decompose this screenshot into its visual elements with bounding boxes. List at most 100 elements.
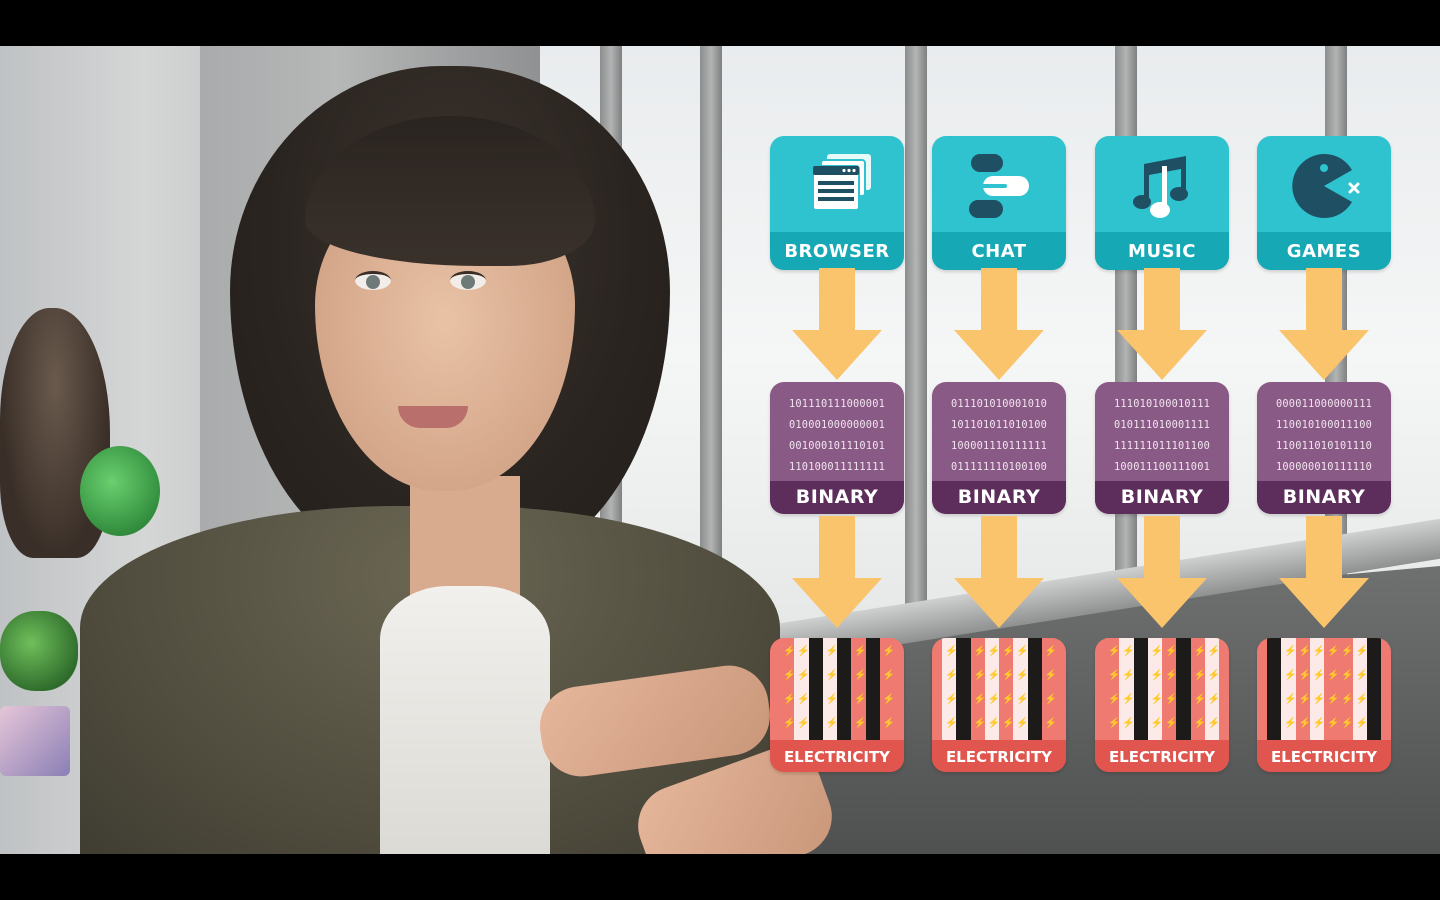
binary-line: 001000101110101 <box>789 440 885 452</box>
green-gourd <box>0 611 78 691</box>
binary-line: 010111010001111 <box>1114 419 1210 431</box>
binary-line: 011101010001010 <box>951 398 1047 410</box>
lightning-bolt-icon: ⚡ <box>1341 670 1354 681</box>
down-arrow-icon <box>792 516 882 628</box>
electricity-stripes: ⚡⚡⚡⚡⚡⚡⚡⚡⚡⚡⚡⚡⚡⚡⚡⚡⚡⚡⚡⚡ <box>780 638 896 742</box>
app-tile-games: GAMES <box>1257 136 1391 270</box>
lightning-bolt-icon: ⚡ <box>1108 694 1121 705</box>
app-tile-band <box>1257 232 1391 270</box>
binary-line: 000011000000111 <box>1276 398 1372 410</box>
lightning-bolt-icon: ⚡ <box>945 646 958 657</box>
electricity-stripe: ⚡⚡⚡⚡ <box>1105 638 1121 742</box>
electricity-stripe: ⚡⚡⚡⚡ <box>794 638 810 742</box>
lightning-bolt-icon: ⚡ <box>1341 646 1354 657</box>
lightning-bolt-icon: ⚡ <box>1002 670 1015 681</box>
electricity-stripe: ⚡⚡⚡⚡ <box>970 638 986 742</box>
binary-line: 010001000000001 <box>789 419 885 431</box>
electricity-stripe: ⚡⚡⚡⚡ <box>984 638 1001 742</box>
binary-line: 100011100111001 <box>1114 461 1210 473</box>
lightning-bolt-icon: ⚡ <box>1355 718 1368 729</box>
electricity-stripes: ⚡⚡⚡⚡⚡⚡⚡⚡⚡⚡⚡⚡⚡⚡⚡⚡⚡⚡⚡⚡⚡⚡⚡⚡ <box>1267 638 1381 742</box>
window-mullion <box>700 46 722 686</box>
browser-windows-icon <box>812 154 871 211</box>
binary-label: BINARY <box>795 486 879 508</box>
electricity-stripe: ⚡⚡⚡⚡ <box>851 638 867 742</box>
lightning-bolt-icon: ⚡ <box>1044 718 1058 729</box>
lightning-bolt-icon: ⚡ <box>1284 718 1297 729</box>
binary-line: 011111110100100 <box>951 461 1047 473</box>
app-tile-music: MUSIC <box>1095 136 1229 270</box>
electricity-stripe: ⚡⚡⚡⚡ <box>1041 638 1058 742</box>
electricity-stripe: ⚡⚡⚡⚡ <box>822 638 839 742</box>
electricity-tile: ⚡⚡⚡⚡⚡⚡⚡⚡⚡⚡⚡⚡⚡⚡⚡⚡⚡⚡⚡⚡⚡⚡⚡⚡ELECTRICITY <box>932 638 1066 772</box>
lightning-bolt-icon: ⚡ <box>882 694 896 705</box>
electricity-stripe: ⚡⚡⚡⚡ <box>1190 638 1206 742</box>
lightning-bolt-icon: ⚡ <box>1016 646 1029 657</box>
app-tile-browser: BROWSER <box>770 136 904 270</box>
lightning-bolt-icon: ⚡ <box>1341 694 1354 705</box>
lightning-bolt-icon: ⚡ <box>1193 646 1206 657</box>
chat-bubbles-icon <box>969 154 1029 218</box>
lightning-bolt-icon: ⚡ <box>825 670 839 681</box>
electricity-stripe: ⚡⚡⚡⚡ <box>1281 638 1297 742</box>
lightning-bolt-icon: ⚡ <box>987 670 1001 681</box>
lightning-bolt-icon: ⚡ <box>797 718 810 729</box>
app-tile-band <box>770 232 904 270</box>
presenter-eye-left <box>355 271 391 290</box>
lightning-bolt-icon: ⚡ <box>1044 694 1058 705</box>
binary-line: 101110111000001 <box>789 398 885 410</box>
lightning-bolt-icon: ⚡ <box>882 646 896 657</box>
lightning-bolt-icon: ⚡ <box>783 718 796 729</box>
lightning-bolt-icon: ⚡ <box>1016 718 1029 729</box>
lightning-bolt-icon: ⚡ <box>973 670 986 681</box>
lightning-bolt-icon: ⚡ <box>1284 670 1297 681</box>
app-tile-band <box>932 232 1066 270</box>
binary-line: 100000010111110 <box>1276 461 1372 473</box>
lightning-bolt-icon: ⚡ <box>882 670 896 681</box>
electricity-stripe <box>956 638 971 742</box>
electricity-label: ELECTRICITY <box>1108 748 1216 766</box>
electricity-stripe <box>837 638 852 742</box>
binary-label: BINARY <box>1120 486 1204 508</box>
video-frame: BROWSER 101110111000001 010001000000001 001… <box>0 46 1440 854</box>
electricity-stripe <box>1176 638 1191 742</box>
electricity-stripe: ⚡⚡⚡⚡ <box>942 638 958 742</box>
lightning-bolt-icon: ⚡ <box>797 694 810 705</box>
binary-line: 110011010101110 <box>1276 440 1372 452</box>
lightning-bolt-icon: ⚡ <box>1341 718 1354 729</box>
lightning-bolt-icon: ⚡ <box>1150 718 1164 729</box>
lightning-bolt-icon: ⚡ <box>1165 718 1178 729</box>
lightning-bolt-icon: ⚡ <box>1298 646 1311 657</box>
down-arrow-icon <box>1117 268 1207 380</box>
app-tile-label: MUSIC <box>1128 241 1196 262</box>
music-notes-icon <box>1133 156 1188 218</box>
binary-band <box>932 481 1066 514</box>
lightning-bolt-icon: ⚡ <box>783 646 796 657</box>
electricity-stripe: ⚡⚡⚡⚡ <box>1162 638 1178 742</box>
electricity-stripes: ⚡⚡⚡⚡⚡⚡⚡⚡⚡⚡⚡⚡⚡⚡⚡⚡⚡⚡⚡⚡⚡⚡⚡⚡ <box>1105 638 1221 742</box>
lightning-bolt-icon: ⚡ <box>987 718 1001 729</box>
lightning-bolt-icon: ⚡ <box>1122 718 1135 729</box>
electricity-band <box>1095 740 1229 772</box>
electricity-stripe: ⚡⚡⚡⚡ <box>1295 638 1311 742</box>
lightning-bolt-icon: ⚡ <box>1002 646 1015 657</box>
presenter-eye-right <box>450 271 486 290</box>
app-tile-label: BROWSER <box>784 241 890 262</box>
binary-band <box>1095 481 1229 514</box>
lightning-bolt-icon: ⚡ <box>1150 694 1164 705</box>
lightning-bolt-icon: ⚡ <box>1312 718 1326 729</box>
electricity-stripes: ⚡⚡⚡⚡⚡⚡⚡⚡⚡⚡⚡⚡⚡⚡⚡⚡⚡⚡⚡⚡⚡⚡⚡⚡ <box>942 638 1058 742</box>
electricity-stripe: ⚡⚡⚡⚡ <box>999 638 1015 742</box>
lightning-bolt-icon: ⚡ <box>1108 646 1121 657</box>
lightning-bolt-icon: ⚡ <box>945 694 958 705</box>
lightning-bolt-icon: ⚡ <box>783 694 796 705</box>
lightning-bolt-icon: ⚡ <box>854 670 867 681</box>
lightning-bolt-icon: ⚡ <box>1207 694 1221 705</box>
binary-line: 101101011010100 <box>951 419 1047 431</box>
electricity-stripe: ⚡⚡⚡⚡ <box>780 638 796 742</box>
lightning-bolt-icon: ⚡ <box>1122 694 1135 705</box>
lightning-bolt-icon: ⚡ <box>1207 670 1221 681</box>
